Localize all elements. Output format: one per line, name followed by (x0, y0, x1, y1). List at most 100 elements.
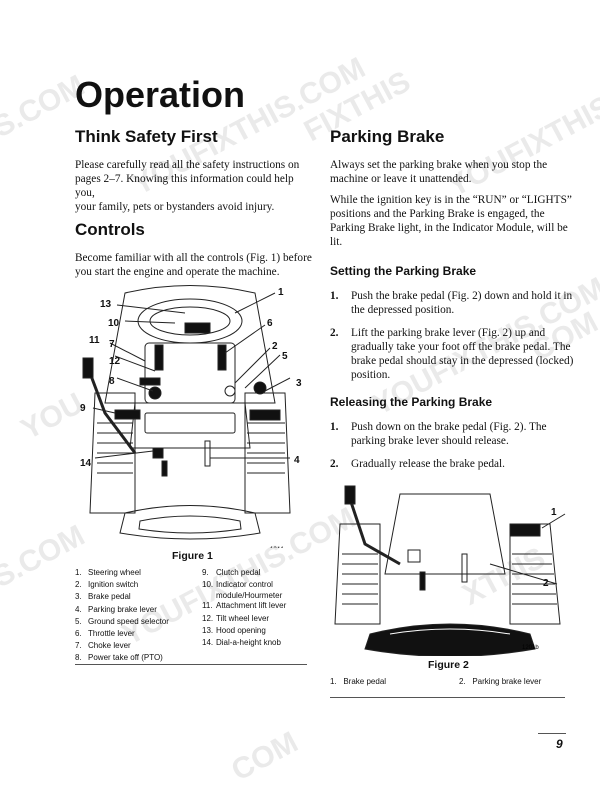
legend-item: 9.Clutch pedal (202, 567, 312, 579)
figure-1-legend-col1: 1. Steering wheel 2. Ignition switch 3. Bra… (75, 567, 200, 665)
legend-text: Parking brake lever (88, 604, 157, 614)
legend-text: module/Hourmeter (216, 591, 283, 601)
controls-heading: Controls (75, 220, 145, 239)
text-line: Push the brake pedal (Fig. 2) down and h… (351, 290, 573, 302)
legend-text: Indicator control (216, 580, 273, 590)
legend-num: 12. (202, 613, 214, 623)
legend-num: 2. (75, 580, 82, 590)
legend-num: 10. (202, 580, 214, 590)
legend-text: Ignition switch (88, 580, 139, 590)
step-number: 1. (330, 290, 339, 302)
text-line: lit. (330, 236, 343, 248)
releasing-steps: 1. Push down on the brake pedal (Fig. 2)… (330, 420, 580, 480)
figure-2-legend-item: 1. Brake pedal (330, 676, 386, 688)
legend-num: 4. (75, 604, 82, 614)
setting-heading: Setting the Parking Brake (330, 264, 477, 278)
callout-1: 1 (278, 287, 284, 298)
figure-1-code: 1244 (270, 547, 284, 548)
legend-text: Brake pedal (88, 592, 131, 602)
legend-item: 2. Ignition switch (75, 579, 200, 591)
step-number: 1. (330, 421, 339, 433)
think-safety-heading: Think Safety First (75, 127, 218, 146)
text-line: Always set the parking brake when you st… (330, 159, 548, 171)
legend-text: Steering wheel (88, 568, 141, 577)
legend-num: 13. (202, 625, 214, 635)
releasing-heading: Releasing the Parking Brake (330, 395, 493, 409)
callout-11: 11 (89, 335, 100, 346)
legend-num: 11. (202, 601, 213, 611)
legend-text: Dial-a-height knob (216, 638, 281, 648)
legend-text: Throttle lever (88, 629, 135, 639)
step-number: 2. (330, 327, 339, 339)
figure-2-code: 1201b (522, 645, 539, 651)
legend-text: Ground speed selector (88, 616, 169, 626)
callout-5: 5 (282, 351, 288, 362)
legend-num: 3. (75, 592, 82, 602)
legend-num: 8. (75, 653, 82, 663)
legend-num: 7. (75, 641, 82, 651)
text-line: machine or leave it unattended. (330, 173, 472, 185)
callout-9: 9 (80, 403, 86, 414)
legend-item: 4. Parking brake lever (75, 604, 200, 616)
legend-num: 5. (75, 616, 82, 626)
callout-14: 14 (80, 458, 92, 469)
legend-item: 5. Ground speed selector (75, 616, 200, 628)
legend-item: 3. Brake pedal (75, 591, 200, 603)
think-safety-text: Please carefully read all the safety ins… (75, 158, 315, 214)
callout-10: 10 (108, 318, 120, 329)
setting-steps: 1. Push the brake pedal (Fig. 2) down an… (330, 289, 580, 391)
parking-brake-para1: Always set the parking brake when you st… (330, 158, 570, 186)
text-line: position. (351, 369, 391, 381)
callout-4: 4 (294, 455, 300, 466)
step-item: 1. Push the brake pedal (Fig. 2) down an… (330, 289, 580, 317)
watermark: COM (226, 725, 304, 788)
figure-2-illustration: 1201b (334, 485, 566, 656)
text-line: Lift the parking brake lever (Fig. 2) up… (351, 327, 546, 339)
text-line: your family, pets or bystanders avoid in… (75, 201, 275, 213)
figure-1-legend-col2: 9.Clutch pedal 10.Indicator control modu… (202, 567, 312, 649)
callout-2: 2 (272, 341, 278, 352)
legend-text: Tilt wheel lever (216, 613, 270, 623)
callout-8: 8 (109, 376, 115, 387)
callout-13: 13 (100, 299, 112, 310)
legend-text: Clutch pedal (216, 568, 261, 577)
text-line: Parking Brake light, in the Indicator Mo… (330, 222, 568, 234)
text-line: Push down on the brake pedal (Fig. 2). T… (351, 421, 547, 433)
text-line: Become familiar with all the controls (F… (75, 252, 312, 264)
legend-text: Attachment lift lever (216, 601, 287, 611)
parking-brake-para2: While the ignition key is in the “RUN” o… (330, 193, 575, 249)
step-item: 1. Push down on the brake pedal (Fig. 2)… (330, 420, 580, 448)
parking-brake-heading: Parking Brake (330, 127, 445, 146)
fig2-callout-1: 1 (551, 507, 557, 518)
text-line: Gradually release the brake pedal. (351, 458, 505, 470)
text-line: positions and the Parking Brake is engag… (330, 208, 545, 220)
step-item: 2. Gradually release the brake pedal. (330, 457, 580, 471)
text-line: pages 2–7. Knowing this information coul… (75, 173, 294, 199)
figure-2-legend-item: 2. Parking brake lever (459, 676, 541, 688)
figure-1-illustration: 1244 (82, 285, 291, 548)
callout-6: 6 (267, 318, 273, 329)
callout-12: 12 (109, 356, 121, 367)
page-title: Operation (75, 74, 246, 115)
legend-item: 13.Hood opening (202, 625, 312, 637)
legend-item: 12.Tilt wheel lever (202, 613, 312, 625)
legend-num: 6. (75, 629, 82, 639)
legend-num: 1. (75, 568, 82, 577)
legend-item: 10.Indicator control (202, 579, 312, 591)
legend-item: 8. Power take off (PTO) (75, 652, 200, 664)
fig2-callout-2: 2 (543, 578, 549, 589)
legend-text: Power take off (PTO) (88, 653, 163, 663)
watermark: YOUFIXTHIS (442, 89, 600, 204)
legend-item: 14.Dial-a-height knob (202, 637, 312, 649)
text-line: gradually take your foot off the brake p… (351, 341, 571, 353)
text-line: parking brake lever should release. (351, 435, 509, 447)
legend-text: Parking brake lever (472, 677, 542, 686)
figure-2-caption: Figure 2 (428, 659, 469, 671)
divider (330, 697, 565, 698)
text-line: you start the engine and operate the mac… (75, 266, 280, 278)
legend-item: 6. Throttle lever (75, 628, 200, 640)
text-line: While the ignition key is in the “RUN” o… (330, 194, 572, 206)
legend-item: module/Hourmeter (202, 591, 312, 600)
legend-item: 7.Choke lever (75, 640, 200, 652)
text-line: the depressed position. (351, 304, 455, 316)
